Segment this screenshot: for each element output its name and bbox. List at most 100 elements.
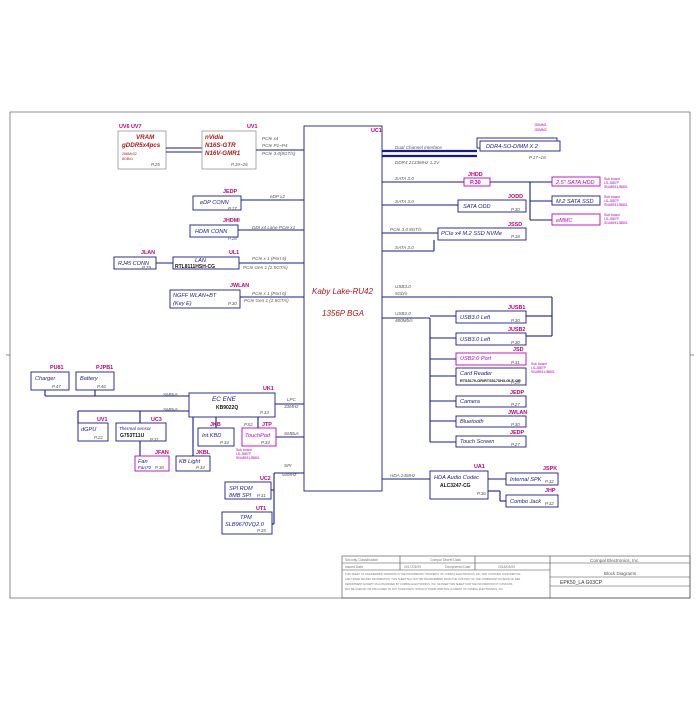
hda-bus: HDA 24MHz [390,473,416,478]
edp-ref: JEDP [223,189,237,195]
sata-odd-bus: SATA 3.0 [395,199,414,204]
card-reader-page: P.29 [511,380,520,385]
ssd-bus: PCIe 3.0 8GT/s [390,227,422,232]
gpu-ref: UV1 [247,124,258,130]
touchscreen-ref: JEDP [510,430,524,436]
lan-bus-1: PCIe x 1 (Port 5) [252,256,287,261]
tb-security-label: Security Classification [345,558,378,562]
spk-block [505,472,559,486]
battery-ref: PJPB1 [96,365,113,371]
sata-hdd-connector [463,177,491,187]
usb-port-3-note-2: LS-J887P [531,366,547,370]
sata-hdd-page: P.30 [470,180,481,186]
vram-spec: gDDR5x4pcs [121,142,161,149]
touchpad-ref: JTP [262,422,272,428]
m2-note-2: LS-J887P [604,199,620,203]
edp-block [192,195,242,211]
dgpu-name: dGPU [81,427,97,433]
cpu-name: Kaby Lake-RU42 [312,287,373,296]
vram-detail-1: 256Mx32 [122,152,137,156]
usb-port-2-name: USB3.0 Left [460,337,491,343]
tb-secret: Compal Secret Data [430,558,461,562]
vram-name: VRAM [136,134,155,141]
ec-ref: UK1 [263,386,274,392]
sata-odd-ref: JODD [508,194,523,200]
ssd-ref: JSSD [508,222,522,228]
usb-port-1-ref: JUSB1 [508,305,525,311]
wlan-block [169,289,241,309]
tpm-block [221,511,273,535]
hdmi-name: HDMI CONN [195,229,228,235]
touchpad-note-1: Sub board [236,448,252,452]
sata-odd-page: P.30 [511,207,520,212]
emmc-target: eMMC [556,218,573,224]
edp-bus: eDP x2 [270,194,285,199]
tb-legal-1: THIS SHEET OF ENGINEERING DRAWING IS THE… [345,572,521,576]
hp-block [505,494,559,508]
hdd-target-block [551,176,601,187]
tb-issued-label: Issued Date [345,565,363,569]
ssd-sata-bus: SATA 3.0 [395,245,414,250]
usb3-speed: 5Gb/s [395,291,408,296]
hdmi-block [189,224,239,238]
battery-name: Battery [80,376,99,382]
cpu-smbus: SMBus [284,431,300,436]
rj45-name: RJ45 CONN [118,261,150,267]
usb-port-3-note-3: SN48931JB801 [531,370,555,374]
usb-port-1-name: USB3.0 Left [460,315,491,321]
usb-port-1-block [455,310,527,324]
hda-codec-page: P.36 [477,491,486,496]
emmc-block [551,213,601,226]
vram-ref: UV6 UV7 [119,124,141,130]
usb-port-1-page: P.30 [511,318,520,323]
thermal-block [115,422,167,442]
hda-codec-block [429,470,489,500]
hp-ref: JHP [545,488,556,494]
hdd-note-1: Sub board [604,177,620,181]
memory-bus-label: Dual Channel Interface [395,145,442,150]
gpu-page: P.19~26 [231,162,248,167]
kbd-page: P.34 [220,440,229,445]
tb-title: Block Diagrams [604,571,637,576]
bluetooth-ref: JWLAN [508,410,527,416]
ec-block [188,392,276,418]
tb-legal-3: DEPARTMENT EXCEPT AS AUTHORIZED BY COMPA… [345,582,513,586]
ssd-block [437,227,527,241]
camera-page: P.27 [511,402,520,407]
hp-name: Combo Jack [510,499,542,505]
cpu-package: 1356P BGA [322,309,364,318]
battery-page: P.46 [97,384,106,389]
bluetooth-page: P.30 [511,422,520,427]
hda-codec-chip: ALC3247-CG [440,483,471,489]
usb2-bus: USB2.0 [395,311,411,316]
ec-page: P.33 [260,410,269,415]
tb-model: EPK50_LA G03CP [560,580,603,586]
tb-company: Compal Electronics, Inc. [590,558,640,563]
tb-legal-2: AND TRADE SECRET INFORMATION. THIS SHEET… [345,577,520,581]
ssd-page: P.18 [511,234,520,239]
m2-note-3: SN48931JB801 [604,203,628,207]
camera-name: Camera [460,399,480,405]
emmc-note-1: Sub board [604,213,620,217]
wlan-key: (Key E) [173,301,192,307]
wlan-name: NGFF WLAN+BT [173,293,217,299]
charger-name: Charger [35,376,56,382]
spi-rom-size: 8MB SPI [229,493,252,499]
ec-ps2: PS2 [244,422,253,427]
wlan-page: P.30 [228,301,237,306]
dimm-ref-2: JDIMM2 [534,128,547,132]
hda-ref: UA1 [474,464,485,470]
sata-hdd-bus: SATA 3.0 [395,176,414,181]
lan-name: LAN [195,258,207,264]
m2-sata-target: M.2 SATA SSD [556,199,594,205]
touchpad-page: P.34 [261,440,270,445]
hdd-note-3: SN48931JB801 [604,185,628,189]
usb-port-3-ref: JSD [513,347,524,353]
tb-deciphered: 2018/03/09 [498,565,515,569]
spi-ref: UC2 [260,476,271,482]
ec-smbus-2: SMBus [163,407,179,412]
fan-block [134,455,170,472]
fan-page: P.38 [155,465,164,470]
wlan-bus-2: PCIe Gen 1 (2.5GT/s) [244,298,289,303]
